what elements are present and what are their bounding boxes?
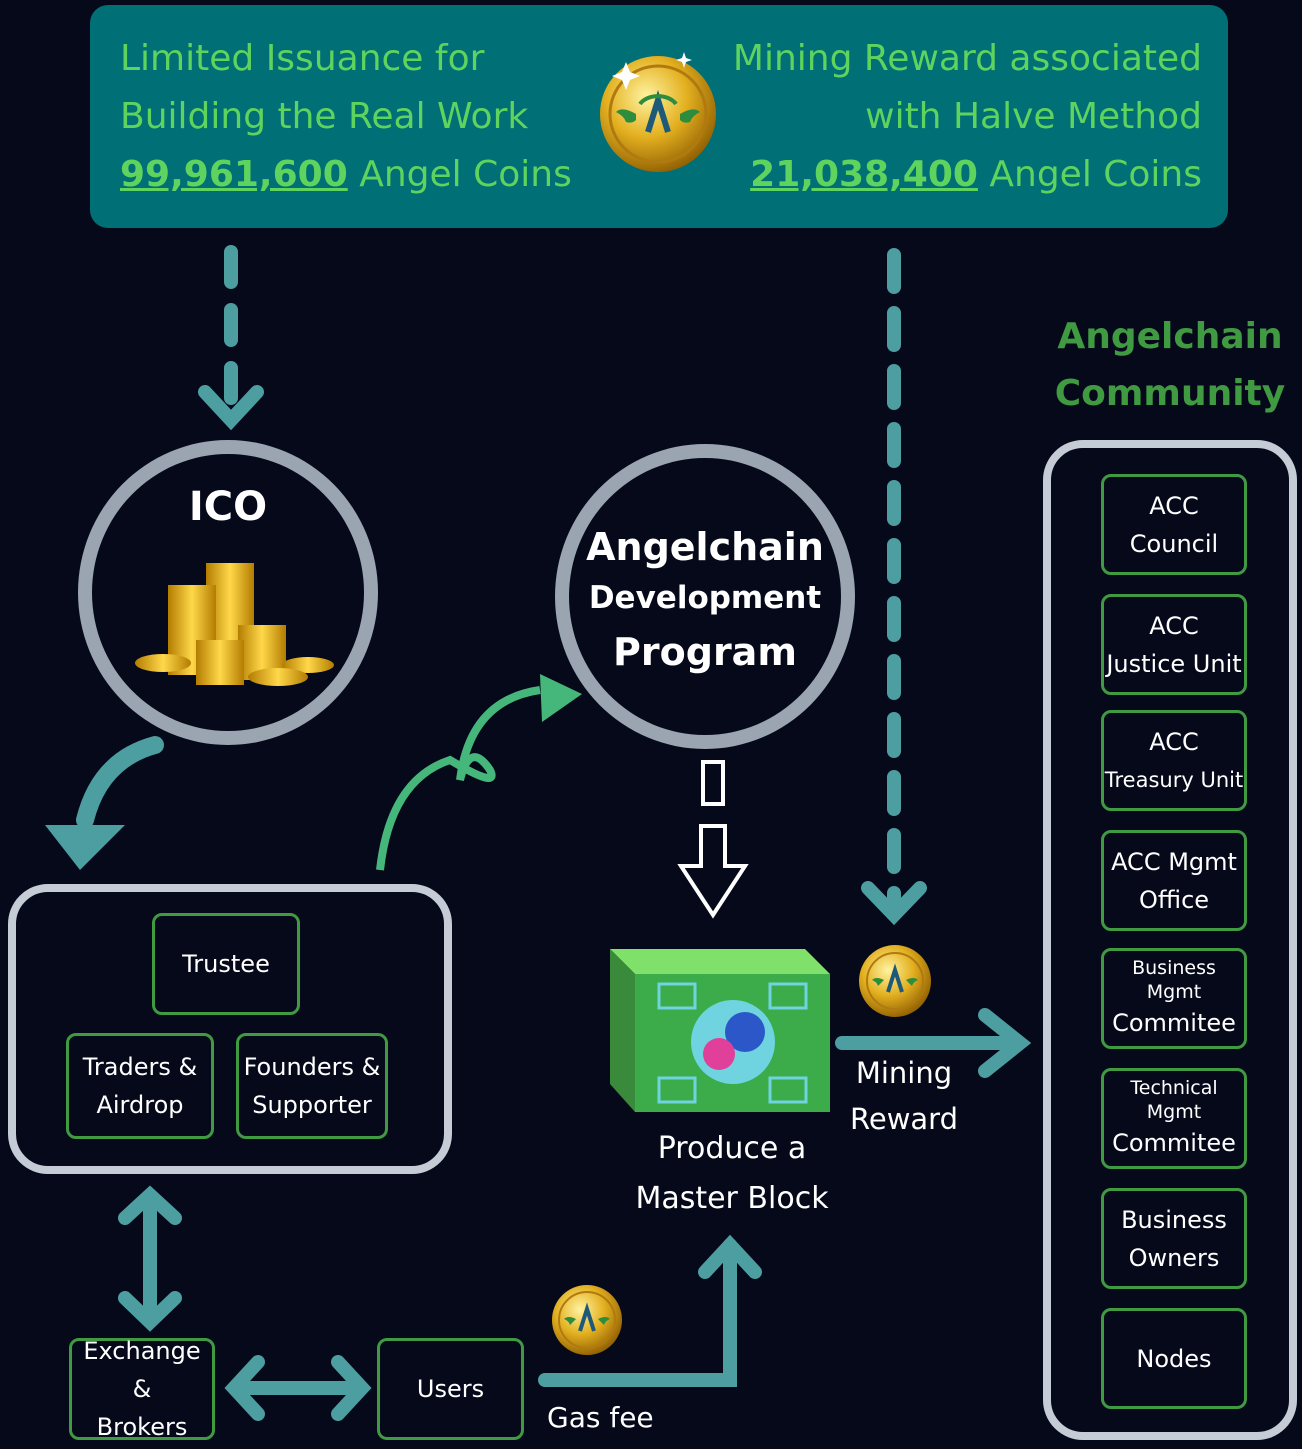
limited-issuance-amount: 99,961,600	[120, 154, 348, 195]
gas-fee-arrow-head	[698, 1234, 762, 1279]
program-line2: Development	[588, 580, 822, 616]
trustee-box: Trustee	[152, 913, 300, 1015]
master-block-line1: Produce a	[657, 1131, 807, 1166]
community-item-line2: Office	[1138, 885, 1210, 914]
limited-issuance-line2: Building the Real Work	[120, 96, 529, 137]
mining-reward-amount: 21,038,400	[750, 154, 978, 195]
mining-reward-amount-line: 21,038,400 Angel Coins	[733, 146, 1202, 204]
ico-title: ICO	[188, 484, 268, 530]
exchange-users-arrow-head-right	[331, 1355, 372, 1421]
community-title-line1: Angelchain	[1057, 316, 1283, 357]
community-item-acc-council: ACC Council	[1101, 474, 1247, 575]
mining-reward-arrow-head	[978, 1008, 1032, 1078]
mining-reward-label-line1: Mining	[855, 1056, 953, 1090]
holders-to-program-loop-arrow	[376, 686, 541, 871]
traders-line2: Airdrop	[96, 1091, 184, 1119]
mining-reward-text: Mining Reward associated with Halve Meth…	[733, 30, 1202, 204]
ico-dashed-arrow-head	[198, 385, 264, 431]
community-item-line2: Council	[1129, 529, 1219, 558]
limited-issuance-text: Limited Issuance for Building the Real W…	[120, 30, 572, 204]
program-to-block-hollow-arrow	[677, 760, 749, 919]
community-title: Angelchain Community	[1050, 308, 1290, 422]
master-block-cube-icon	[610, 949, 830, 1112]
holders-exchange-arrow-head-down	[118, 1291, 182, 1332]
community-item-line1: ACC	[1149, 491, 1199, 520]
limited-issuance-line1: Limited Issuance for	[120, 38, 485, 79]
mining-reward-label: Mining Reward	[838, 1050, 970, 1142]
traders-airdrop-box: Traders & Airdrop	[66, 1033, 214, 1139]
community-item-line1: Technical Mgmt	[1130, 1076, 1218, 1123]
mining-reward-coin-icon	[859, 945, 931, 1017]
gas-fee-coin-icon	[552, 1285, 622, 1355]
program-line3: Program	[613, 630, 797, 674]
community-item-line1: Business Mgmt	[1132, 956, 1216, 1003]
master-block-line2: Master Block	[635, 1181, 829, 1216]
mining-reward-unit: Angel Coins	[989, 154, 1202, 195]
holders-to-program-arrow-head	[540, 674, 582, 722]
founders-line2: Supporter	[252, 1091, 372, 1119]
traders-line1: Traders &	[82, 1053, 198, 1081]
community-item-acc-treasury-unit: ACC Treasury Unit	[1101, 710, 1247, 811]
trustee-label: Trustee	[182, 950, 270, 978]
coin-holders-group	[8, 884, 452, 1174]
community-item-line2: Treasury Unit	[1104, 767, 1244, 792]
users-label: Users	[416, 1375, 485, 1403]
exchange-brokers-box: Exchange & Brokers	[69, 1337, 215, 1441]
community-item-line1: ACC	[1149, 611, 1199, 640]
community-item-line1: ACC	[1149, 727, 1199, 756]
community-item-acc-justice-unit: ACC Justice Unit	[1101, 594, 1247, 695]
angel-coin-logo-icon	[600, 52, 716, 172]
community-title-line2: Community	[1054, 373, 1286, 414]
founders-line1: Founders &	[243, 1053, 381, 1081]
ico-to-holders-curve	[76, 736, 164, 829]
founders-supporter-box: Founders & Supporter	[236, 1033, 388, 1139]
users-box: Users	[377, 1338, 524, 1440]
development-program-title: Angelchain Development Program	[555, 522, 855, 680]
community-item-line1: Business	[1121, 1205, 1227, 1234]
community-item-line2: Commitee	[1112, 1128, 1236, 1157]
limited-issuance-unit: Angel Coins	[359, 154, 572, 195]
mining-reward-line2: with Halve Method	[865, 96, 1202, 137]
gas-fee-arrow-shaft	[538, 1238, 737, 1387]
ico-to-holders-arrow-head	[45, 825, 125, 870]
exchange-line2: Brokers	[96, 1413, 188, 1441]
mining-reward-label-line2: Reward	[850, 1102, 958, 1136]
program-line1: Angelchain	[586, 525, 824, 569]
community-item-line2: Commitee	[1112, 1008, 1236, 1037]
mining-reward-line1: Mining Reward associated	[732, 38, 1202, 79]
mining-dashed-arrow-head	[861, 881, 927, 926]
gas-fee-label: Gas fee	[547, 1401, 654, 1434]
coin-stack-icon	[135, 563, 334, 686]
community-item-line1: ACC Mgmt	[1111, 847, 1237, 876]
community-item-line2: Owners	[1128, 1243, 1220, 1272]
community-group	[1043, 440, 1297, 1440]
exchange-line1: Exchange &	[83, 1337, 201, 1403]
community-item-line1: Nodes	[1136, 1344, 1212, 1373]
limited-issuance-amount-line: 99,961,600 Angel Coins	[120, 146, 572, 204]
holders-exchange-arrow-head-up	[118, 1185, 182, 1225]
exchange-users-arrow-head-left	[224, 1355, 265, 1421]
community-item-nodes: Nodes	[1101, 1308, 1247, 1409]
community-item-line2: Justice Unit	[1106, 649, 1242, 678]
master-block-label: Produce a Master Block	[620, 1124, 844, 1224]
